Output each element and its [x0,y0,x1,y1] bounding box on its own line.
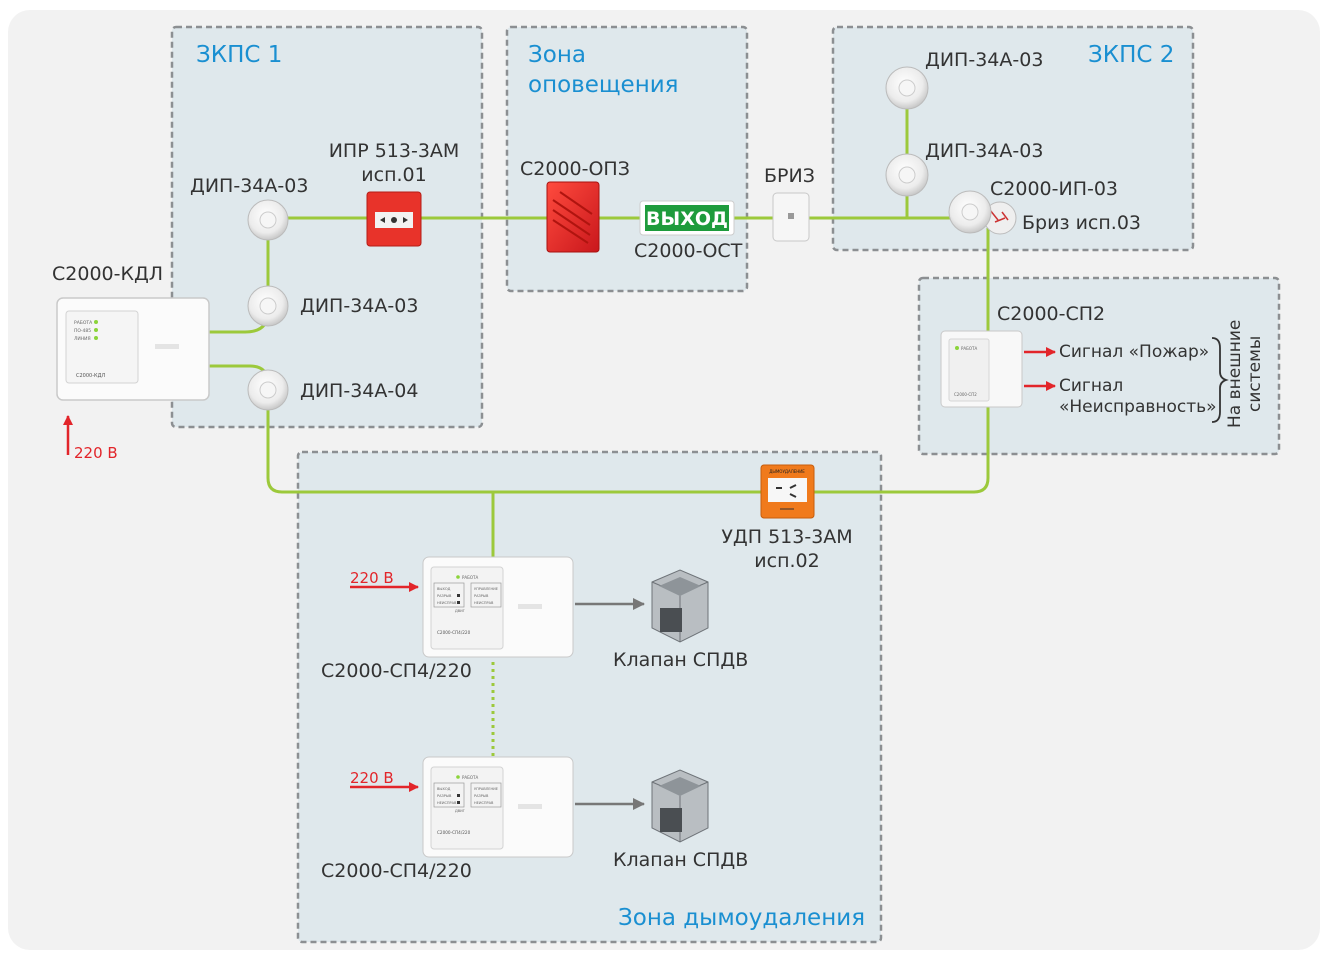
label-signal-fault-2: «Неисправность» [1059,397,1217,417]
zone-title-zkps1: ЗКПС 1 [196,42,283,68]
sp4-panel-text: РАЗРЫВ [474,594,489,598]
label-sp4-1-power: 220 В [350,569,394,587]
manual-call-point-icon [366,191,422,247]
kdl-panel-name: С2000-КДЛ [76,373,105,379]
zone-title-smoke: Зона дымоудаления [618,905,866,931]
kdl-led-label: РАБОТА [74,320,93,326]
sp2-led-label: РАБОТА [961,346,977,351]
label-external-systems: На внешние системы [1225,319,1265,428]
sp4-panel-text: НЕИСПРАВ [437,601,457,605]
label-valve-1: Клапан СПДВ [613,649,749,671]
label-opz: С2000-ОПЗ [520,158,630,180]
sp4-panel-text: ВЫХОД [437,787,451,791]
label-ost: С2000-ОСТ [634,240,743,262]
label-external-1: На внешние [1225,319,1245,428]
label-ipr-1: ИПР 513-3АМ [328,140,460,162]
sp4-panel-name: С2000-СП4/220 [437,630,471,635]
sp4-panel-text: НЕИСПРАВ [474,601,494,605]
sp4-panel-text: РАЗРЫВ [437,594,452,598]
sp2-device: РАБОТА С2000-СП2 [940,330,1023,408]
valve-icon [651,569,709,643]
label-signal-fault-1: Сигнал [1059,376,1124,396]
label-ip03: С2000-ИП-03 [990,178,1119,200]
zone-sp2 [917,276,1281,456]
zone-title-warning-1: Зона [528,42,586,68]
sp4-panel-text: УПРАВЛЕНИЕ [474,787,498,791]
label-briz03: Бриз исп.03 [1022,212,1142,234]
valve-icon [651,769,709,843]
label-briz: БРИЗ [764,165,815,187]
sp4-panel-text: НЕИСПРАВ [437,801,457,805]
brace-icon [1211,337,1229,423]
label-zkps2-dip-1: ДИП-34А-03 [925,49,1044,71]
loop-lower [208,228,990,494]
smoke-exhaust-button-icon: ДЫМОУДАЛЕНИЕ [760,464,815,519]
label-dip-2: ДИП-34А-03 [300,295,419,317]
sp4-panel-text: РАБОТА [462,575,478,580]
label-external-2: системы [1244,335,1265,412]
siren-icon [546,181,600,253]
zone-zkps1 [170,25,484,429]
sp4-panel-text: НЕИСПРАВ [474,801,494,805]
kdl-led-label: ЛИНИЯ [74,336,91,342]
label-kdl: С2000-КДЛ [52,263,164,285]
udp-panel-text: ДЫМОУДАЛЕНИЕ [769,469,805,474]
label-udp-2: исп.02 [754,550,820,572]
sp4-panel-text: РАБОТА [462,775,478,780]
sp2-panel-name: С2000-СП2 [954,392,977,397]
label-sp2: С2000-СП2 [997,303,1106,325]
label-dip-1: ДИП-34А-03 [190,175,309,197]
sp4-panel-text: РАЗРЫВ [437,794,452,798]
sp4-panel-name: С2000-СП4/220 [437,830,471,835]
wireless-detector-icon [948,190,1017,235]
zone-title-zkps2: ЗКПС 2 [1088,42,1175,68]
detector-icon [885,153,929,197]
exit-sign-icon: ВЫХОД [639,200,735,236]
detector-icon [885,66,929,110]
label-signal-fire: Сигнал «Пожар» [1059,342,1210,362]
kdl-device: РАБОТА ПО-485 ЛИНИЯ С2000-КДЛ [56,297,210,401]
detector-icon [247,369,289,411]
sp4-panel-text: УПРАВЛЕНИЕ [474,587,498,591]
sp4-panel-text: ДВИГ [455,609,465,613]
briz-module-icon [772,192,810,242]
label-zkps2-dip-2: ДИП-34А-03 [925,140,1044,162]
exit-sign-text: ВЫХОД [646,208,728,230]
label-udp-1: УДП 513-3АМ [721,526,853,548]
sp4-panel-text: ВЫХОД [437,587,451,591]
detector-icon [247,199,289,241]
label-sp4-1: С2000-СП4/220 [321,660,472,682]
zone-title-warning-2: оповещения [528,72,679,98]
kdl-led-label: ПО-485 [74,328,91,334]
label-sp4-2-power: 220 В [350,769,394,787]
sp4-device: РАБОТА ВЫХОД РАЗРЫВ НЕИСПРАВ УПРАВЛЕНИЕ … [422,756,574,858]
label-sp4-2: С2000-СП4/220 [321,860,472,882]
sp4-device: РАБОТА ВЫХОД РАЗРЫВ НЕИСПРАВ УПРАВЛЕНИЕ … [422,556,574,658]
label-dip-3: ДИП-34А-04 [300,380,419,402]
label-ipr-2: исп.01 [361,164,427,186]
sp4-panel-text: ДВИГ [455,809,465,813]
label-kdl-power: 220 В [74,444,118,462]
sp4-panel-text: РАЗРЫВ [474,794,489,798]
label-valve-2: Клапан СПДВ [613,849,749,871]
detector-icon [247,285,289,327]
